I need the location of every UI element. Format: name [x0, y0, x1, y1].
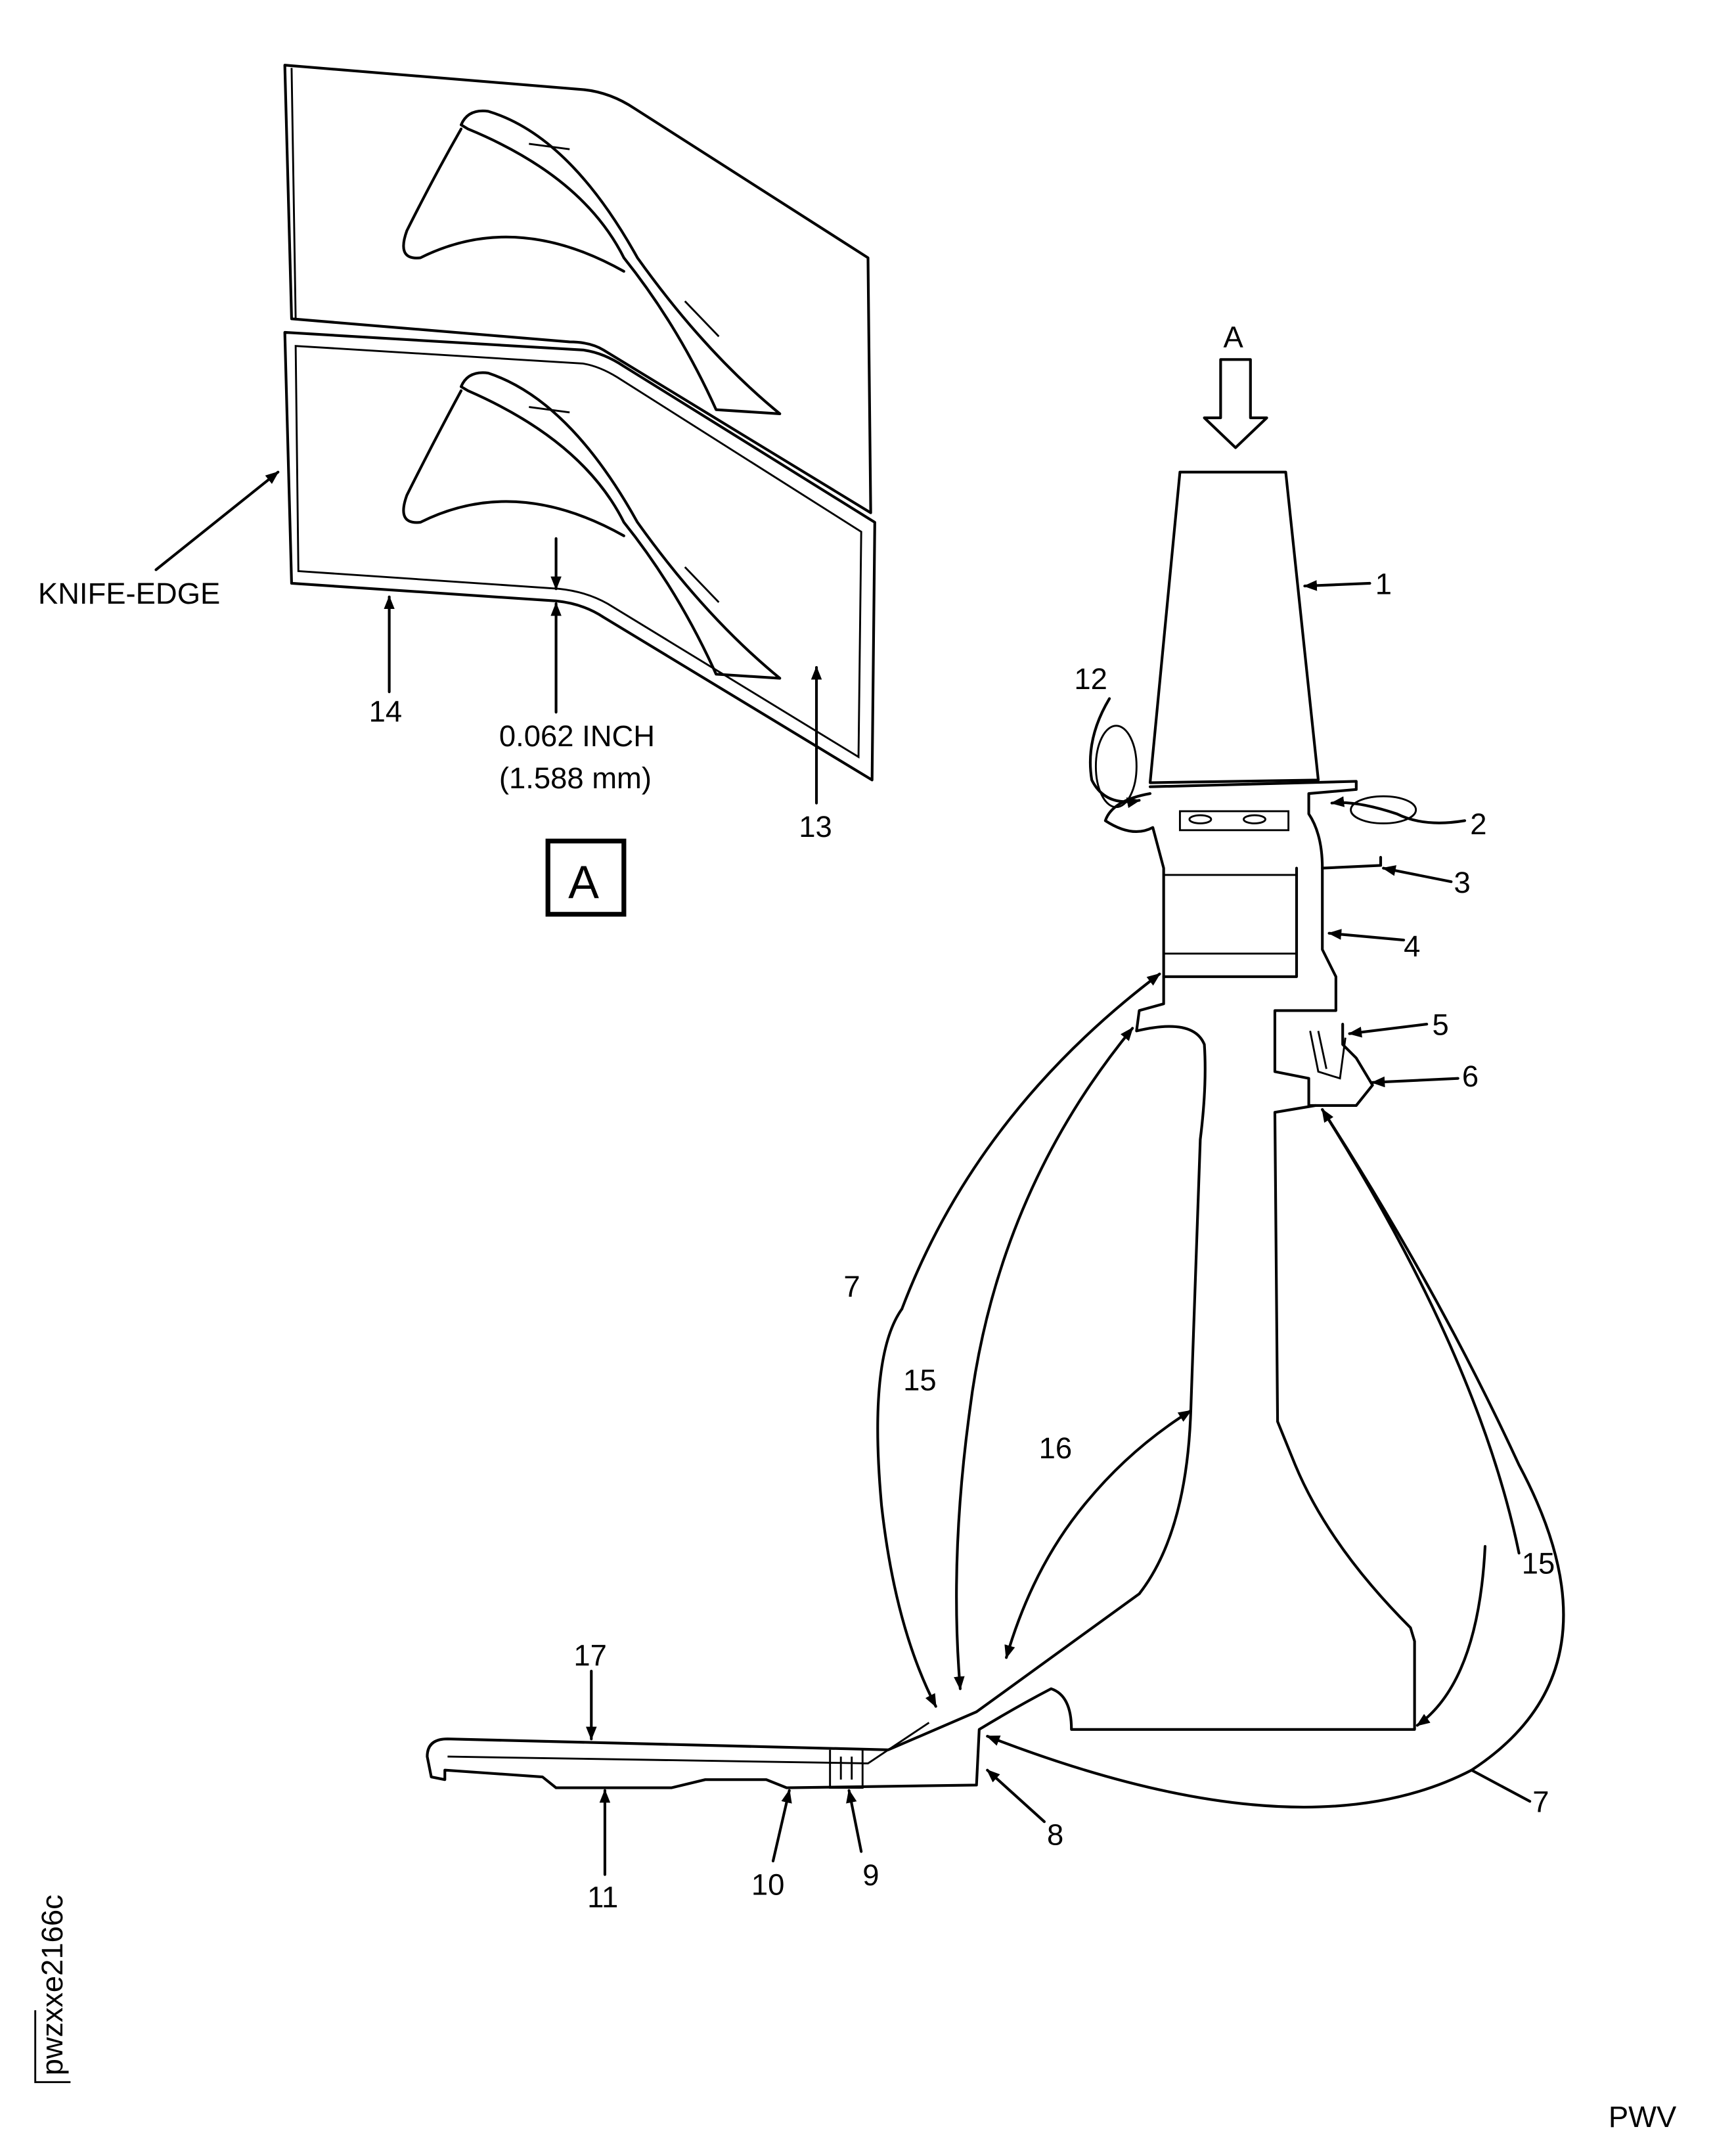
callout-15-right: 15	[1522, 1546, 1555, 1580]
callout-17: 17	[573, 1639, 607, 1672]
callout-7-left: 7	[843, 1270, 860, 1303]
callout-12: 12	[1074, 662, 1107, 696]
view-a-arrow	[1203, 358, 1268, 449]
callout-6: 6	[1462, 1060, 1479, 1093]
callout-15-left: 15	[903, 1364, 937, 1397]
blade-section	[426, 470, 1416, 1789]
callout-2: 2	[1470, 807, 1486, 841]
view-a-label: A	[1223, 321, 1243, 354]
knife-edge-leader	[154, 470, 280, 571]
dimension-inch: 0.062 INCH	[499, 719, 655, 753]
detail-a-box	[545, 838, 627, 917]
callout-3: 3	[1454, 866, 1471, 899]
knife-edge-label: KNIFE-EDGE	[38, 577, 221, 610]
callout-14: 14	[369, 695, 403, 728]
figure-id: pwzxxe2166c	[35, 1894, 69, 2075]
callout-4: 4	[1404, 929, 1420, 963]
detail-a-label: A	[568, 856, 599, 908]
callout-10: 10	[751, 1868, 785, 1902]
callout-5: 5	[1432, 1008, 1448, 1042]
callout-8: 8	[1047, 1818, 1063, 1851]
dimension-mm: (1.588 mm)	[499, 761, 652, 795]
figure-id-bracket	[34, 2010, 71, 2084]
footer-code: PWV	[1609, 2100, 1677, 2134]
callout-7-right: 7	[1532, 1785, 1549, 1819]
detail-a-top-panel	[283, 64, 872, 514]
callout-1: 1	[1375, 568, 1392, 601]
callout-16: 16	[1039, 1431, 1073, 1465]
callout-11: 11	[587, 1880, 618, 1914]
callout-13: 13	[799, 810, 832, 843]
callout-9: 9	[862, 1858, 879, 1892]
detail-a-lower-panel	[283, 330, 876, 782]
